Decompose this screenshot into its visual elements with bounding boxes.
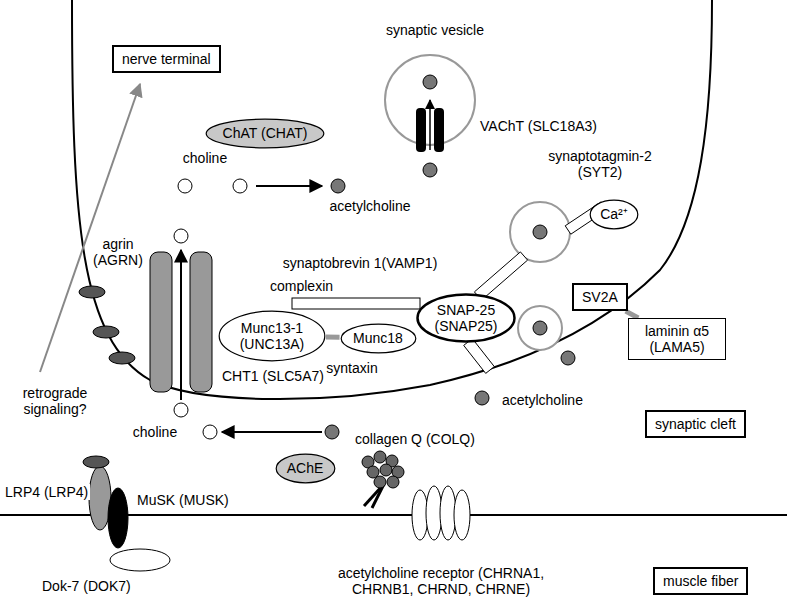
- protein-oval: Munc13-1 (UNC13A): [218, 310, 326, 362]
- hydrolysis-arrow: [222, 431, 322, 433]
- node-text: nerve terminal: [122, 51, 211, 67]
- terminal-membrane: [72, 0, 712, 399]
- acetylcholine-dot: [331, 179, 345, 193]
- protein-label: syntaxin: [324, 360, 379, 376]
- region-box: synaptic cleft: [645, 410, 746, 438]
- enzyme-oval: ChAT (CHAT): [205, 118, 325, 149]
- oval-shape: [206, 119, 324, 148]
- colq-head: [380, 464, 392, 476]
- molecule-label: choline: [131, 424, 179, 440]
- choline-dot: [233, 179, 247, 193]
- choline-dot: [174, 403, 188, 417]
- choline-dot: [178, 179, 192, 193]
- region-box: muscle fiber: [653, 567, 748, 595]
- oval-shape: [590, 200, 638, 229]
- link-bar: [626, 311, 639, 318]
- node-text: Munc13-1 (UNC13A): [235, 320, 310, 352]
- colq-symbol: [362, 451, 404, 508]
- acetylcholine-dot: [423, 163, 437, 177]
- protein-box: SV2A: [572, 283, 628, 311]
- acetylcholine-dot: [423, 75, 437, 89]
- agrin-oval: [109, 352, 135, 364]
- protein-label: Dok-7 (DOK7): [40, 578, 133, 594]
- musk-shape: [108, 488, 128, 548]
- oval-shape: [418, 295, 515, 342]
- protein-label: collagen Q (COLQ): [353, 431, 477, 447]
- acetylcholine-dot: [325, 425, 339, 439]
- node-text: ChAT (CHAT): [223, 125, 308, 141]
- node-text: AChE: [287, 460, 324, 476]
- acetylcholine-dot: [561, 351, 575, 365]
- protein-label: acetylcholine receptor (CHRNA1, CHRNB1, …: [322, 565, 561, 597]
- protein-oval: SNAP-25 (SNAP25): [415, 292, 517, 344]
- enzyme-oval: AChE: [275, 453, 336, 484]
- vacht-transporter: [416, 108, 426, 152]
- syntaxin-bar: [464, 339, 495, 374]
- synthesis-arrow: [256, 185, 322, 187]
- protein-label: synaptobrevin 1(VAMP1): [281, 255, 440, 271]
- choline-dot: [174, 229, 188, 243]
- fusing-vesicle: [518, 306, 562, 350]
- protein-label: LRP4 (LRP4): [3, 484, 90, 500]
- protein-label: MuSK (MUSK): [135, 492, 231, 508]
- protein-label: agrin (AGRN): [89, 236, 148, 268]
- protein-box: laminin α5 (LAMA5): [628, 318, 726, 360]
- protein-label: VAChT (SLC18A3): [478, 118, 599, 134]
- oval-shape: [276, 454, 335, 483]
- node-text: synaptic cleft: [655, 416, 736, 432]
- synaptobrevin-bar: [474, 252, 527, 300]
- protein-label: synaptotagmin-2 (SYT2): [539, 148, 661, 180]
- node-text: SNAP-25 (SNAP25): [431, 302, 501, 334]
- choline-dot: [203, 425, 217, 439]
- oval-shape: [219, 311, 325, 361]
- vacht-transporter: [434, 108, 444, 152]
- structure-label: synaptic vesicle: [384, 22, 486, 38]
- achr-symbol: [412, 486, 470, 540]
- protein-oval: Munc18: [340, 323, 417, 354]
- colq-head: [374, 476, 386, 488]
- retrograde-arrow: [40, 84, 140, 372]
- oval-shape: [341, 324, 416, 353]
- dok7-shape: [110, 549, 170, 571]
- node-text: Ca²⁺: [600, 206, 628, 222]
- node-text: SV2A: [582, 289, 618, 305]
- node-text: laminin α5 (LAMA5): [637, 323, 717, 355]
- transport-arrow: [429, 100, 431, 150]
- colq-head: [387, 476, 399, 488]
- ion-oval: Ca²⁺: [589, 199, 639, 230]
- agrin-oval: [79, 286, 105, 298]
- link-bar: [326, 335, 340, 340]
- node-text: muscle fiber: [663, 573, 738, 589]
- colq-head: [374, 451, 386, 463]
- acetylcholine-dot: [533, 321, 547, 335]
- protein-label: complexin: [268, 278, 335, 294]
- node-text: Munc18: [353, 330, 403, 346]
- acetylcholine-dot: [475, 391, 489, 405]
- agrin-oval: [93, 326, 119, 338]
- achr-subunit: [454, 490, 470, 540]
- molecule-label: acetylcholine: [500, 392, 585, 408]
- agrin-oval: [83, 456, 109, 468]
- protein-label: CHT1 (SLC5A7): [220, 368, 326, 384]
- molecule-label: choline: [181, 150, 229, 166]
- uptake-arrow: [180, 250, 182, 400]
- cht1-transporter: [190, 252, 212, 392]
- complexin-bar: [292, 298, 420, 309]
- annotation-note: retrograde signaling?: [6, 385, 105, 417]
- cht1-transporter: [150, 252, 172, 392]
- acetylcholine-dot: [533, 225, 547, 239]
- region-box: nerve terminal: [112, 45, 221, 73]
- molecule-label: acetylcholine: [328, 198, 413, 214]
